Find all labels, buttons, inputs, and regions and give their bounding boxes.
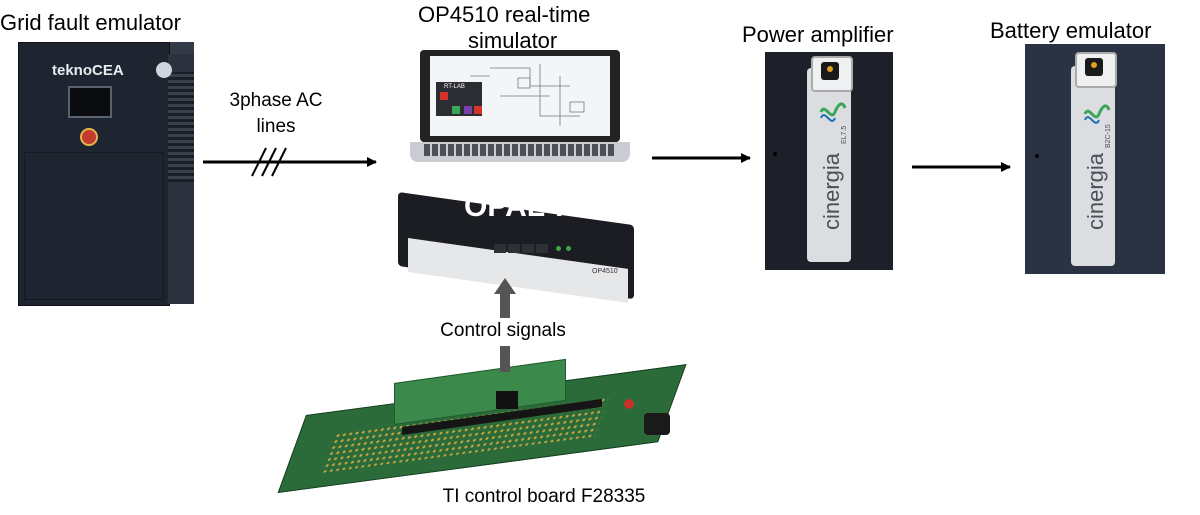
rt-lab-tile-purple — [464, 106, 472, 114]
cabinet-logo-icon — [156, 62, 172, 78]
amp-status-led-icon — [827, 66, 833, 72]
cabinet-brand: teknoCEA — [52, 62, 124, 79]
control-signals-arrow — [494, 278, 516, 372]
amp-front-panel — [807, 68, 851, 262]
batt-status-led-icon — [1091, 62, 1097, 68]
battery-emulator-unit: cinergia B2C-15 — [1025, 44, 1165, 274]
opal-model-text: OP4510 — [592, 268, 618, 275]
ti-control-board-label: TI control board F28335 — [442, 486, 646, 507]
amp-screw-icon — [773, 152, 777, 156]
opal-port — [536, 244, 548, 253]
op4510-label-line1: OP4510 real-time — [418, 2, 591, 27]
rt-lab-tile-red — [440, 92, 448, 100]
opal-port — [508, 244, 520, 253]
control-signals-label: Control signals — [440, 320, 566, 341]
power-amplifier-label: Power amplifier — [742, 22, 894, 47]
power-amplifier-unit: cinergia EL7.5 — [765, 52, 893, 270]
batt-front-panel — [1071, 66, 1115, 266]
rt-lab-text: RT-LAB — [444, 84, 465, 90]
laptop-schematic — [470, 64, 585, 126]
ac-lines-label-line1: 3phase AC — [229, 90, 323, 111]
grid-fault-emulator-label: Grid fault emulator — [0, 10, 181, 35]
cabinet-door — [24, 152, 164, 300]
cabinet-screen — [68, 86, 112, 118]
opal-led-icon — [566, 246, 571, 251]
op4510-label-line2: simulator — [468, 28, 558, 53]
amp-wave-logo-icon — [819, 102, 847, 122]
opal-rt-simulator-box: OPAL-RT OP4510 — [398, 172, 640, 303]
grid-fault-emulator-cabinet: teknoCEA — [18, 42, 194, 306]
ti-dsp-chip — [496, 391, 518, 409]
opal-led-icon — [556, 246, 561, 251]
battery-emulator-label: Battery emulator — [990, 18, 1152, 43]
ac-lines-arrow — [203, 147, 377, 177]
rt-lab-tile-green — [452, 106, 460, 114]
cabinet-vent — [168, 72, 194, 182]
real-time-simulator-laptop: RT-LAB — [410, 50, 630, 162]
opal-rt-logo: OPAL-RT — [464, 190, 596, 223]
opal-port — [494, 244, 506, 253]
batt-wave-logo-icon — [1083, 104, 1111, 124]
ti-control-board — [277, 358, 691, 497]
laptop-keyboard — [424, 144, 616, 156]
ti-power-jack — [644, 413, 670, 435]
emergency-stop-icon — [80, 128, 98, 146]
rt-lab-tile-red-2 — [474, 106, 482, 114]
ti-red-connector-icon — [624, 399, 634, 409]
ac-lines-label-line2: lines — [256, 116, 296, 137]
opal-port — [522, 244, 534, 253]
batt-screw-icon — [1035, 154, 1039, 158]
